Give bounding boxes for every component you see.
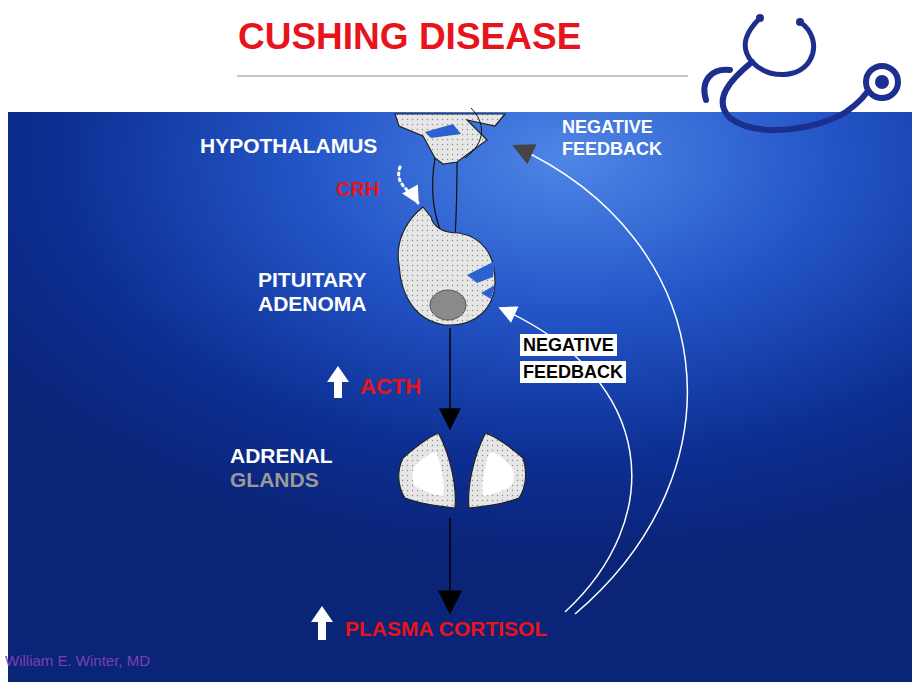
up-arrow <box>327 366 349 398</box>
hypothalamus: HYPOTHALAMUS <box>195 112 510 167</box>
node-label: ADRENAL GLANDS <box>230 444 350 492</box>
increase-arrows <box>311 366 349 640</box>
blue-background <box>8 112 912 682</box>
title-rule <box>237 76 688 77</box>
stethoscope-icon <box>704 14 898 130</box>
edge-label-holder: NEGATIVE FEEDBACK <box>520 332 655 386</box>
node-label: PITUITARY ADENOMA <box>258 268 388 316</box>
watermark: William E. Winter, MD <box>5 652 150 669</box>
crh-connector <box>399 167 418 203</box>
title: CUSHING DISEASE <box>238 16 581 58</box>
edge-label: NEGATIVE FEEDBACK <box>562 116 697 160</box>
edge-label: NEGATIVE FEEDBACK <box>520 334 626 383</box>
plasma-cortisol: PLASMA CORTISOL <box>340 612 575 646</box>
feedback-hypothalamus-connector <box>514 146 687 614</box>
edge-label: CRH <box>336 178 379 201</box>
edge-label-holder: CRH <box>336 178 379 201</box>
up-arrow <box>311 606 333 640</box>
node-label: HYPOTHALAMUS <box>200 134 377 158</box>
edge-label-holder: NEGATIVE FEEDBACK <box>562 116 697 160</box>
node-label: PLASMA CORTISOL <box>345 617 547 641</box>
edge-label-holder: ACTH <box>360 374 421 400</box>
pituitary-adenoma: PITUITARY ADENOMA <box>255 203 500 328</box>
adrenal-glands: ADRENAL GLANDS <box>225 428 535 518</box>
cortisol-connector <box>449 518 451 612</box>
acth-connector <box>449 328 451 428</box>
edge-label: ACTH <box>360 374 421 400</box>
